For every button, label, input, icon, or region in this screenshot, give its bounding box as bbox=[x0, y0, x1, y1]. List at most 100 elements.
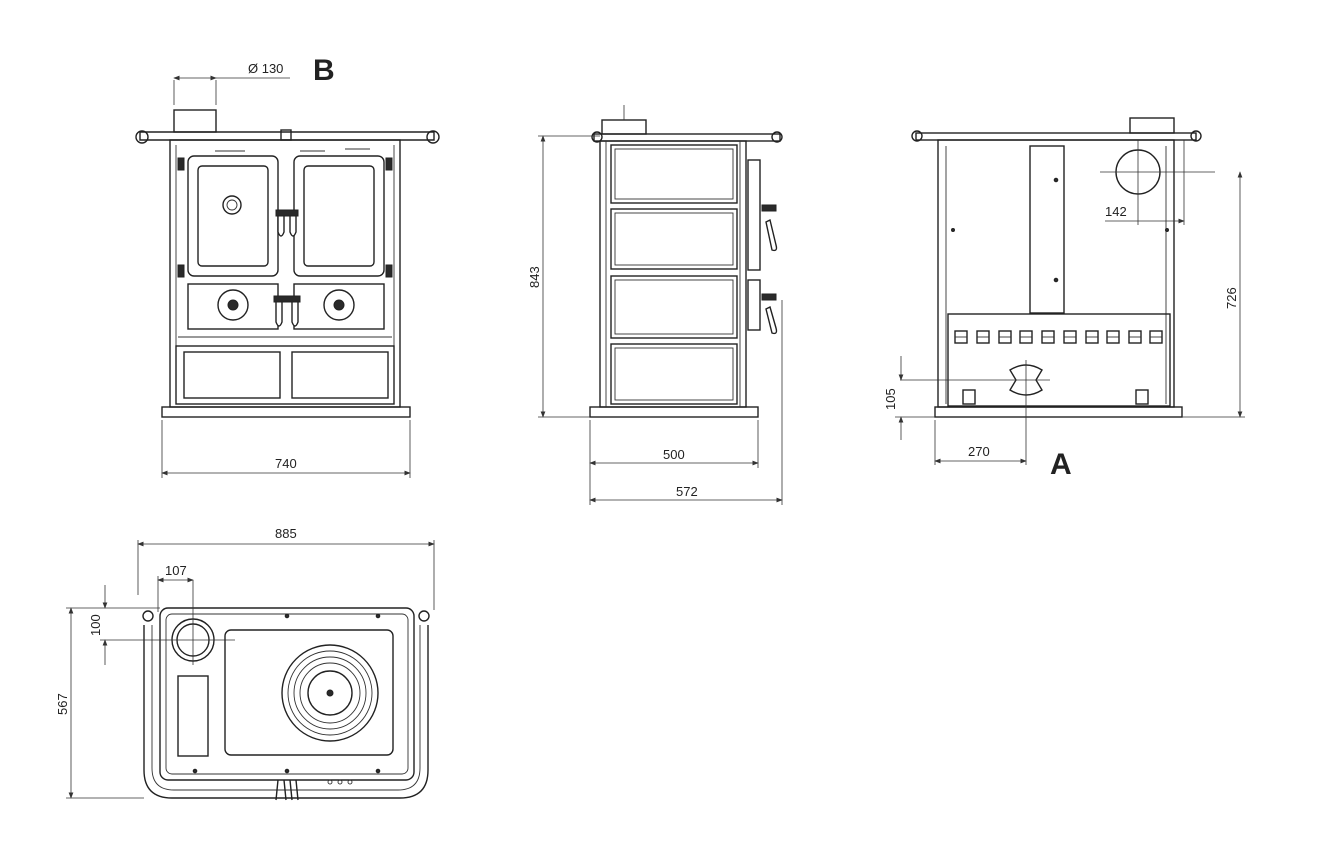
top-overall-width-label: 885 bbox=[275, 526, 297, 541]
rear-air-inlet-icon bbox=[1009, 364, 1043, 396]
rear-screw-icon bbox=[1165, 228, 1169, 232]
front-oven-door-right-panel bbox=[303, 165, 375, 267]
side-door-profile bbox=[747, 159, 761, 271]
front-oven-door-left-frame bbox=[187, 155, 279, 277]
top-knob-icon bbox=[347, 779, 353, 785]
front-drawer-frame bbox=[175, 345, 395, 405]
rear-screw-icon bbox=[1053, 177, 1059, 183]
top-flue-offset-y-label: 100 bbox=[88, 614, 103, 636]
flue-diameter-label: Ø 130 bbox=[248, 61, 283, 76]
hinge-icon bbox=[385, 157, 393, 171]
side-panel-1-inner bbox=[614, 148, 734, 200]
side-depth-body-label: 500 bbox=[663, 447, 685, 462]
front-body bbox=[169, 139, 401, 408]
top-tube-rail-inner bbox=[151, 625, 421, 791]
side-base bbox=[589, 406, 759, 418]
top-view bbox=[100, 580, 430, 801]
rear-rail-knob-right bbox=[1190, 130, 1202, 142]
top-screw-icon bbox=[375, 613, 381, 619]
top-dimensions: 885 107 100 567 bbox=[55, 526, 435, 799]
handle-bracket-icon bbox=[273, 295, 301, 303]
side-view bbox=[589, 105, 783, 418]
rear-flue-pipe bbox=[1129, 117, 1175, 134]
thermometer-dial-icon bbox=[226, 199, 238, 211]
side-body bbox=[599, 140, 747, 408]
front-width-label: 740 bbox=[275, 456, 297, 471]
handle-bracket-icon bbox=[761, 293, 777, 301]
front-oven-door-left-panel bbox=[197, 165, 269, 267]
top-overall-depth-label: 567 bbox=[55, 693, 70, 715]
front-drawer-panel-left bbox=[183, 351, 281, 399]
air-regulator-icon bbox=[323, 289, 355, 321]
rear-flue-offset-label: 142 bbox=[1105, 204, 1127, 219]
top-rail-knob-right bbox=[418, 610, 430, 622]
side-rail-knob-left bbox=[591, 131, 603, 143]
handle-icon bbox=[289, 213, 297, 237]
handle-icon bbox=[765, 218, 778, 252]
front-drawer-panel-right bbox=[291, 351, 389, 399]
front-oven-door-right-frame bbox=[293, 155, 385, 277]
top-flue-offset-x-label: 107 bbox=[165, 563, 187, 578]
side-panel-1-outer bbox=[610, 144, 738, 204]
rear-vent-slots bbox=[954, 330, 1163, 344]
top-screw-icon bbox=[375, 768, 381, 774]
air-regulator-hub-icon bbox=[227, 299, 239, 311]
side-dimensions: 843 500 572 bbox=[527, 135, 783, 505]
rear-center-panel bbox=[1029, 145, 1065, 314]
hinge-icon bbox=[177, 264, 185, 278]
side-panel-2-inner bbox=[614, 212, 734, 266]
thermometer-icon bbox=[222, 195, 242, 215]
side-depth-total-label: 572 bbox=[676, 484, 698, 499]
rear-inlet-offset-label: 270 bbox=[968, 444, 990, 459]
rear-view bbox=[900, 117, 1215, 465]
side-panel-4-inner bbox=[614, 347, 734, 401]
handle-icon bbox=[289, 779, 299, 801]
handle-icon bbox=[275, 779, 287, 801]
rear-dimensions: 142 726 105 270 A bbox=[883, 140, 1245, 481]
front-flue-pipe bbox=[173, 109, 217, 133]
hotplate-rings-icon bbox=[281, 644, 379, 742]
side-panel-4-outer bbox=[610, 343, 738, 405]
handle-icon bbox=[765, 305, 778, 335]
top-screw-icon bbox=[192, 768, 198, 774]
top-handle-recess bbox=[177, 675, 209, 757]
front-top-plate bbox=[139, 131, 435, 141]
rear-flue-height-label: 726 bbox=[1224, 287, 1239, 309]
air-regulator-hub-icon bbox=[333, 299, 345, 311]
top-rail-knob-left bbox=[142, 610, 154, 622]
front-view bbox=[135, 109, 440, 418]
hinge-icon bbox=[177, 157, 185, 171]
rear-vent-panel bbox=[947, 313, 1171, 407]
handle-icon bbox=[277, 213, 285, 237]
side-top-plate bbox=[593, 133, 781, 142]
air-regulator-icon bbox=[217, 289, 249, 321]
rear-foot-left bbox=[962, 389, 976, 405]
side-panel-3-outer bbox=[610, 275, 738, 339]
side-flue-pipe bbox=[601, 119, 647, 135]
rear-foot-right bbox=[1135, 389, 1149, 405]
side-height-label: 843 bbox=[527, 266, 542, 288]
side-panel-2-outer bbox=[610, 208, 738, 270]
rear-inlet-height-label: 105 bbox=[883, 388, 898, 410]
side-firebox-profile bbox=[747, 279, 761, 331]
rear-top-plate bbox=[915, 132, 1197, 141]
handle-bracket-icon bbox=[761, 204, 777, 212]
top-knob-icon bbox=[327, 779, 333, 785]
front-dimensions: Ø 130 B 740 bbox=[161, 54, 411, 478]
side-panel-3-inner bbox=[614, 279, 734, 335]
hinge-icon bbox=[385, 264, 393, 278]
front-left-rail-knob bbox=[135, 130, 149, 144]
rear-screw-icon bbox=[951, 228, 955, 232]
rear-rail-knob-left bbox=[911, 130, 923, 142]
front-base bbox=[161, 406, 411, 418]
top-screw-icon bbox=[284, 613, 290, 619]
top-hotplate-area bbox=[224, 629, 394, 756]
handle-icon bbox=[291, 299, 299, 327]
handle-bracket-icon bbox=[275, 209, 299, 217]
side-rail-knob-right bbox=[771, 131, 783, 143]
view-a-label: A bbox=[1050, 448, 1072, 481]
rear-screw-icon bbox=[1053, 277, 1059, 283]
top-plate bbox=[159, 607, 415, 781]
rear-base bbox=[934, 406, 1183, 418]
